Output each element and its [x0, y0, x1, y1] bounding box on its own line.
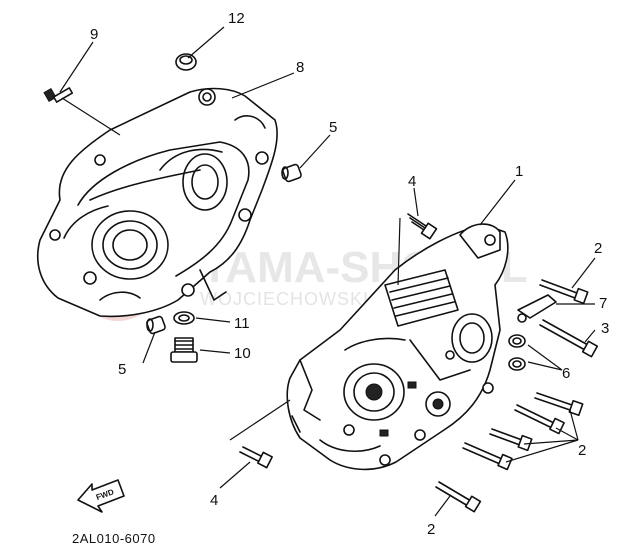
part-7-clamp: [517, 294, 557, 323]
callout-6: 6: [562, 365, 570, 382]
part-5-dowel-lower: [146, 315, 166, 335]
part-12-plug: [175, 53, 197, 71]
part-6-dowels: [508, 334, 526, 371]
leader-lines: [59, 26, 596, 517]
callout-11: 11: [234, 315, 250, 332]
diagram-code: 2AL010-6070: [72, 531, 156, 546]
bolt-2-group: [462, 392, 584, 471]
callout-5-lower: 5: [118, 361, 126, 378]
right-crankcase: [286, 223, 509, 471]
bolt-2-bottom: [435, 481, 482, 513]
part-10-drain-bolt: [170, 337, 198, 363]
bolt-4-top: [407, 213, 438, 240]
callout-8: 8: [296, 59, 304, 76]
callout-5-upper: 5: [329, 119, 337, 136]
part-5-dowel-upper: [281, 163, 302, 183]
callout-3: 3: [601, 320, 609, 337]
bolts: [239, 213, 599, 513]
callout-4-top: 4: [408, 173, 416, 190]
bolt-2-top-right: [539, 279, 589, 305]
callout-9: 9: [90, 26, 98, 43]
part-11-washer: [173, 311, 195, 325]
bolt-4-bottom: [239, 446, 273, 469]
callout-2-right: 2: [578, 442, 586, 459]
callout-2-bottom: 2: [427, 521, 435, 538]
left-crankcase: [36, 87, 278, 318]
callout-12: 12: [228, 10, 245, 27]
part-9-bolt: [43, 87, 74, 103]
fwd-arrow: FWD: [77, 479, 125, 513]
callout-2-top: 2: [594, 240, 602, 257]
callout-7: 7: [599, 295, 607, 312]
bolt-3: [539, 319, 599, 358]
callout-4-bottom: 4: [210, 492, 218, 509]
watermark-sub: WOJCIECHOWSKI ...: [200, 289, 393, 309]
callout-labels: 12 9 8 5 1 4 2 7 3 11 10 5 6 2 4 2: [90, 10, 609, 538]
callout-10: 10: [234, 345, 251, 362]
callout-1: 1: [515, 163, 523, 180]
